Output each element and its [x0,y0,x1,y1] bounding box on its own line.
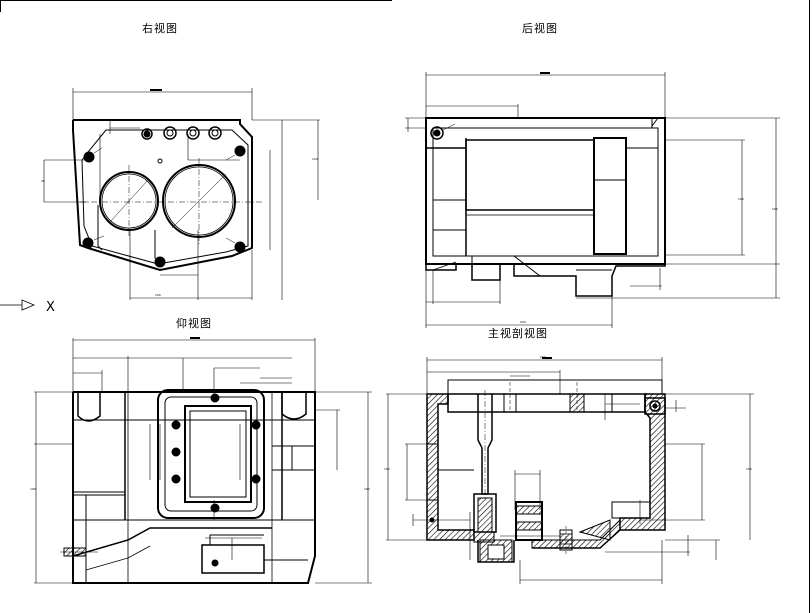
frame-top-line [0,0,392,1]
ucs-icon [0,299,36,311]
frame-right-line [809,0,810,613]
bottom-view: 190 190 [30,337,372,584]
bottom-view-title: 仰视图 [176,317,212,330]
svg-text:120: 120 [312,157,318,161]
front-section-view: 150 150 200 [384,355,754,584]
right-view-title: 右视图 [142,22,178,35]
front-section-view-title: 主视剖视图 [488,327,548,340]
svg-text:156: 156 [772,207,778,211]
rear-view-title: 后视图 [522,22,558,35]
right-view: 120 45 190 [41,88,320,300]
svg-text:190: 190 [364,487,370,491]
svg-text:200: 200 [540,355,546,359]
svg-text:190: 190 [155,293,161,297]
svg-text:150: 150 [746,467,752,471]
frame-left-line [0,0,1,12]
svg-text:190: 190 [30,487,36,491]
svg-text:150: 150 [384,467,390,471]
svg-text:100: 100 [738,197,744,201]
rear-view: 100 156 200 [405,72,780,328]
svg-text:45: 45 [41,179,45,183]
ucs-x-label: X [46,300,55,315]
svg-text:200: 200 [520,320,526,324]
